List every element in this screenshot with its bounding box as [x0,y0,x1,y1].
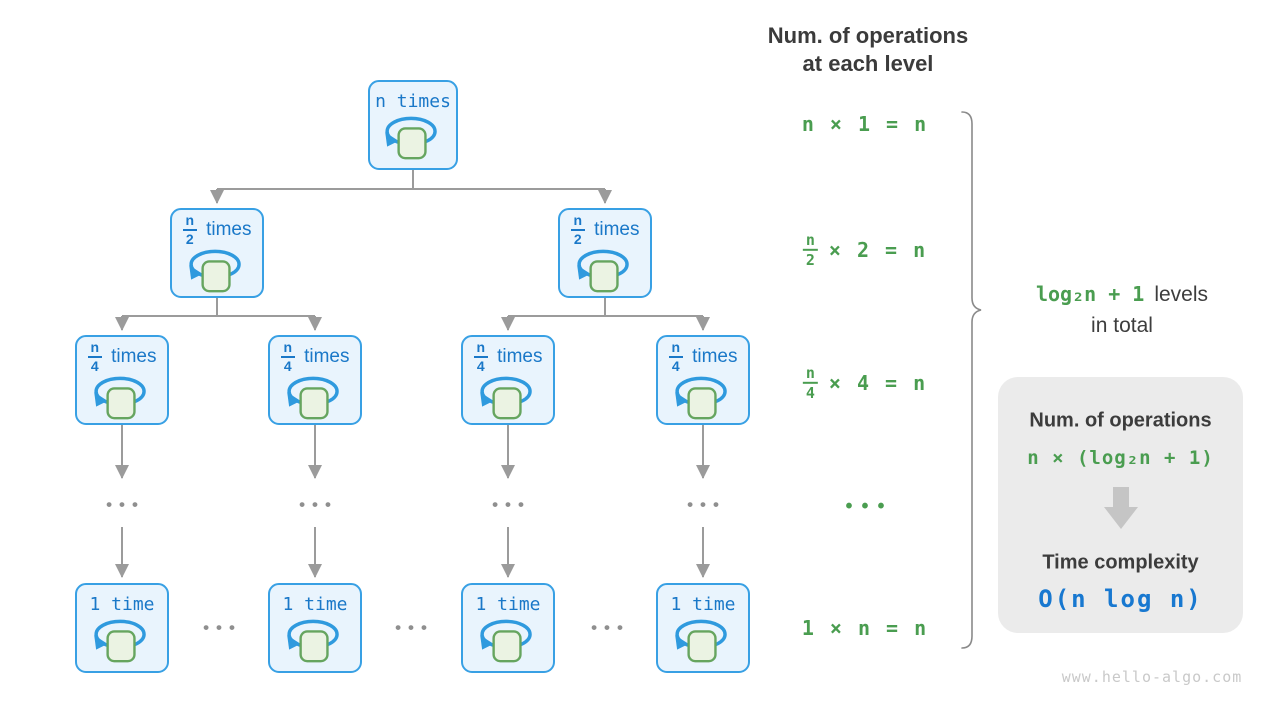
tree-node-one-4: 1 time [656,583,750,673]
loop-icon-slot [674,376,732,422]
loop-icon [287,376,339,420]
loop-icon [287,619,339,663]
tree-node-root: n times [368,80,458,170]
times-word: times [692,346,738,367]
node-label-text: n times [375,90,451,112]
times-word: times [497,346,543,367]
loop-icon-slot [576,249,634,295]
ellipsis-dots-green: ••• [845,495,894,518]
loop-icon [94,376,146,420]
ellipsis-dots: ••• [591,618,630,637]
levels-brace [961,111,982,649]
summary-complexity: O(n log n) [1038,585,1203,613]
node-label: 1 time [282,590,347,618]
summary-panel: Num. of operations n × (log₂n + 1) Time … [998,377,1243,633]
times-word: times [206,219,252,240]
tree-node-one-1: 1 time [75,583,169,673]
node-label: 1 time [475,590,540,618]
loop-icon [385,116,437,160]
header-line2: at each level [802,51,934,76]
levels-word: levels [1154,283,1209,306]
loop-icon [189,249,241,293]
node-label-text: 1 time [89,593,155,615]
equation-level1: n × 1 = n [801,112,929,136]
right-column-header: Num. of operations at each level [768,22,968,78]
loop-icon [480,376,532,420]
header-line1: Num. of operations [767,23,969,48]
loop-icon [675,619,727,663]
node-label: 1 time [670,590,735,618]
log-levels-formula: log₂n + 1 [1035,282,1145,306]
ellipsis-dots: ••• [492,495,531,514]
ellipsis-dots: ••• [203,618,242,637]
loop-icon [480,619,532,663]
loop-icon-slot [674,619,732,665]
tree-node-one-3: 1 time [461,583,555,673]
node-label-text: 1 time [475,593,541,615]
summary-ops-formula: n × (log₂n + 1) [1027,447,1214,469]
loop-icon-slot [286,619,344,665]
tree-node-one-2: 1 time [268,583,362,673]
summary-ops-title: Num. of operations [1029,409,1212,432]
node-label-text: 1 time [282,593,348,615]
loop-icon-slot [93,619,151,665]
in-total-line: in total [1091,314,1153,337]
watermark: www.hello-algo.com [1061,668,1243,686]
ellipsis-dots: ••• [395,618,434,637]
loop-icon-slot [479,619,537,665]
loop-icon [577,249,629,293]
times-word: times [111,346,157,367]
node-label: 1 time [89,590,154,618]
ellipsis-dots: ••• [687,495,726,514]
down-arrow-icon [1103,487,1138,531]
levels-total-label: log₂n + 1 levels in total [1036,280,1208,340]
loop-icon-slot [188,249,246,295]
node-label-text: 1 time [670,593,736,615]
ellipsis-dots: ••• [106,495,145,514]
equation-bottom: 1 × n = n [801,616,929,640]
node-label: n times [375,87,451,115]
loop-icon [675,376,727,420]
loop-icon-slot [286,376,344,422]
loop-icon-slot [479,376,537,422]
times-word: times [304,346,350,367]
times-word: times [594,219,640,240]
loop-icon-slot [384,116,442,162]
loop-icon-slot [93,376,151,422]
loop-icon [94,619,146,663]
summary-time-title: Time complexity [1042,551,1199,574]
ellipsis-dots: ••• [299,495,338,514]
